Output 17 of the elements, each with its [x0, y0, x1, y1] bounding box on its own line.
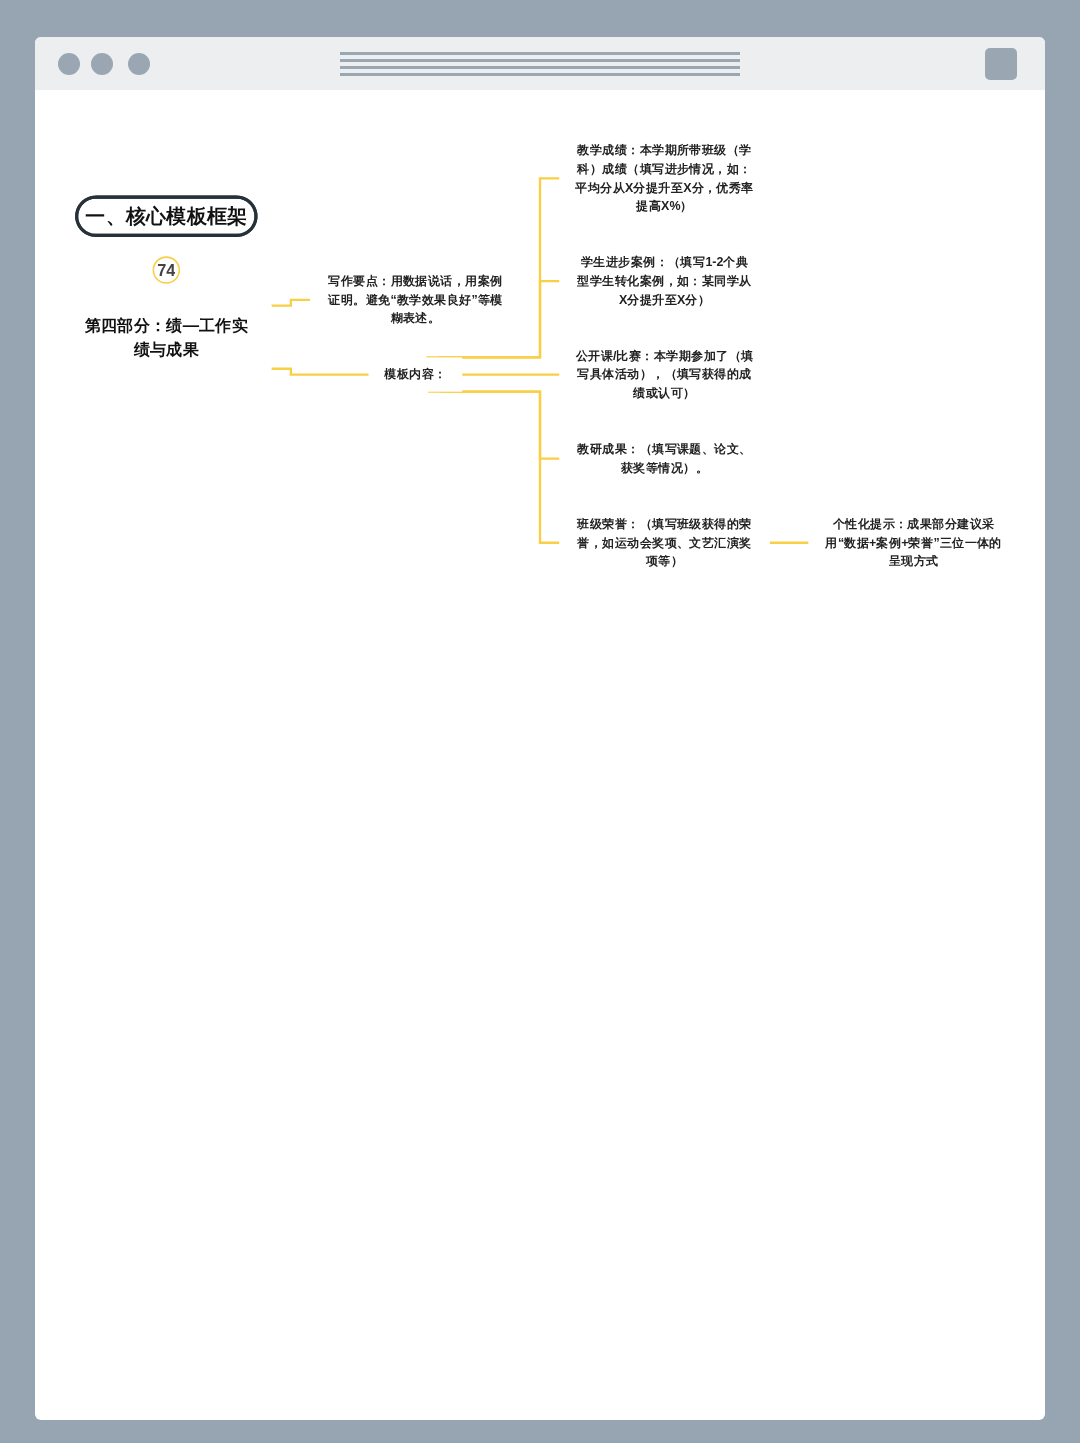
browser-window: 一、核心模板框架 74 第四部分：绩—工作实绩与成果 写作要点：用数据说话，用案例证明。避免“教学效果良好”等模糊表述。 模板内容： 教学成绩：本学期所带班级（学科）成绩（填写进步情况，如：平均分从X分提升至X分，优秀率提高X%） 学生进步案例：（填写1-2个典型学生转化案例，如：某同学从X分提升至X分） 公开课/比赛：本学期参加了（填写具体活动），（填写获得的成绩或认可） 教研成果：（填写课题、论文、获奖等情况）。 班级荣誉：（填写班级获得的荣誉，如运动会奖项、文艺汇演奖项等） 个性化提示：成果部分建议采用“数据+案例+荣誉”三位一体的呈现方式 — [35, 37, 1045, 1420]
connector — [271, 367, 370, 376]
node-circle — [152, 256, 181, 284]
connector — [426, 177, 561, 359]
connector — [428, 390, 561, 544]
connector — [462, 373, 561, 376]
connector — [271, 298, 312, 307]
node-text: 学生进步案例：（填写1-2个典型学生转化案例，如：某同学从X分提升至X分） — [577, 255, 752, 307]
node-text: 教学成绩：本学期所带班级（学科）成绩（填写进步情况，如：平均分从X分提升至X分，优秀率提高X%） — [575, 143, 754, 213]
node-text: 个性化提示：成果部分建议采用“数据+案例+荣誉”三位一体的呈现方式 — [825, 517, 1002, 568]
node-text: 公开课/比赛：本学期参加了（填写具体活动），（填写获得的成绩或认可） — [575, 348, 754, 400]
node-text: 班级荣誉：（填写班级获得的荣誉，如运动会奖项、文艺汇演奖项等） — [577, 517, 752, 568]
node-text: 写作要点：用数据说话，用案例证明。避免“教学效果良好”等模糊表述。 — [328, 274, 503, 325]
connector — [438, 279, 561, 359]
connector — [769, 541, 810, 544]
node-text: 教研成果：（填写课题、论文、获奖等情况）。 — [577, 442, 752, 475]
node-text: 第四部分：绩—工作实绩与成果 — [84, 315, 249, 359]
